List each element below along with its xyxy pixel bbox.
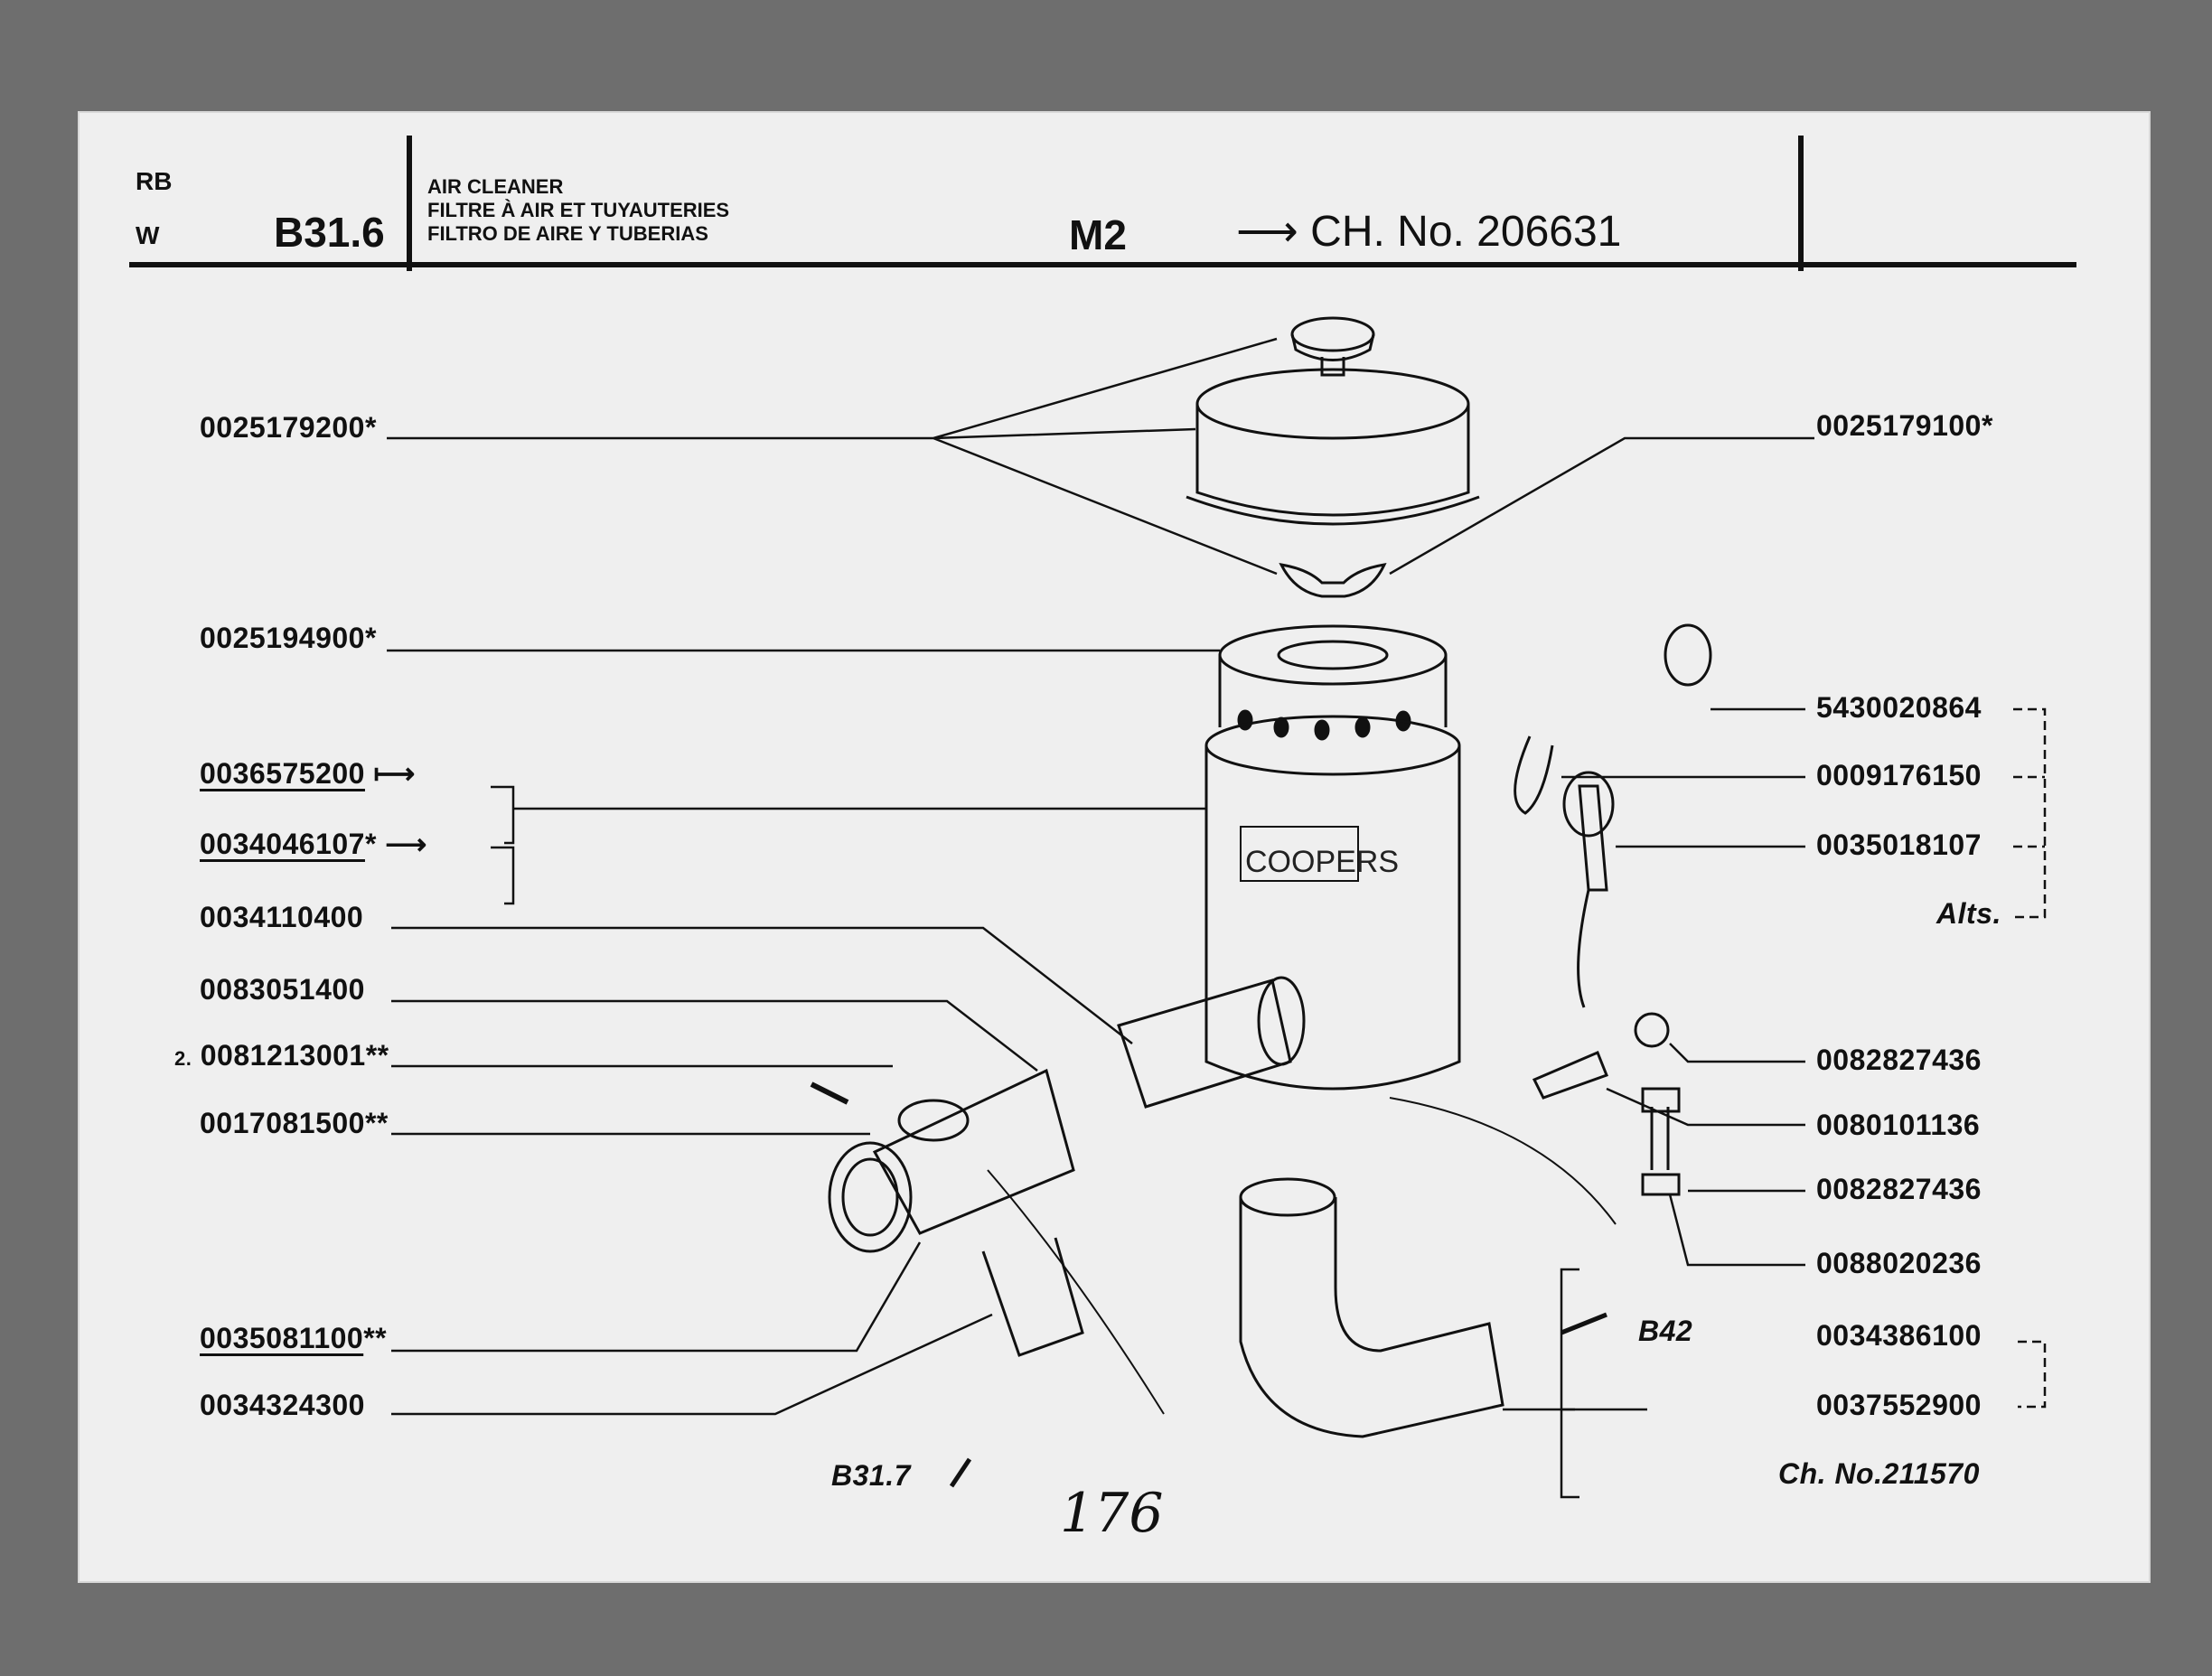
- screw-0081213001: [810, 1081, 849, 1105]
- label-0034110400: 0034110400: [200, 901, 364, 933]
- page-number: 176: [1060, 1482, 1164, 1545]
- label-0036575200: 0036575200 ⟼: [200, 757, 416, 790]
- label-0037552900: 0037552900: [1816, 1389, 1982, 1421]
- clamp-0009176150: [1514, 735, 1554, 815]
- label-0025179200: 0025179200*: [200, 411, 377, 444]
- label-5430020864: 5430020864: [1816, 691, 1982, 724]
- chassis-to: Ch. No.211570: [1778, 1457, 1980, 1490]
- canister-brand: COOPERS: [1245, 845, 1399, 879]
- label-0034324300: 0034324300: [200, 1389, 365, 1421]
- clip-0035018107: [1578, 784, 1608, 892]
- cover: [1195, 368, 1470, 440]
- label-0083051400: 0083051400: [200, 973, 365, 1006]
- parts-sheet: COOPERS 176 RB W B31.6 AIR CLEANER FILTR…: [80, 113, 2149, 1581]
- title-fr: FILTRE À AIR ET TUYAUTERIES: [427, 199, 730, 221]
- label-0034046107: 0034046107* ⟶: [200, 828, 427, 860]
- hose-left: [981, 1237, 1084, 1357]
- title-es: FILTRO DE AIRE Y TUBERIAS: [427, 222, 708, 245]
- label-0025194900: 0025194900*: [200, 622, 377, 654]
- label-0082827436-a: 0082827436: [1816, 1044, 1982, 1076]
- header-code-rb: RB: [136, 167, 173, 195]
- label-0009176150: 0009176150: [1816, 759, 1982, 791]
- bolt-0080101136: [1532, 1051, 1608, 1100]
- label-0025179100: 0025179100*: [1816, 409, 1993, 442]
- elbow-hose: [1239, 1197, 1504, 1438]
- cable: [987, 1169, 1165, 1415]
- chassis-from: ⟶ CH. No. 206631: [1236, 208, 1622, 256]
- label-0088020236: 0088020236: [1816, 1247, 1982, 1279]
- nut-0082827436: [1634, 1012, 1670, 1048]
- nut-0088020236: [1641, 1173, 1681, 1196]
- label-0035081100: 0035081100**: [200, 1322, 388, 1354]
- filter-element: [1218, 624, 1448, 686]
- title-en: AIR CLEANER: [427, 175, 564, 198]
- clamp-5430020864: [1664, 623, 1712, 687]
- label-0080101136: 0080101136: [1816, 1109, 1981, 1141]
- model: M2: [1069, 211, 1127, 258]
- pipe-body: [872, 1068, 1075, 1235]
- label-0081213001: 2. 0081213001**: [174, 1039, 389, 1072]
- ref-b42: B42: [1638, 1315, 1693, 1347]
- label-0017081500: 0017081500**: [200, 1107, 389, 1139]
- exploded-diagram: COOPERS 176: [129, 136, 2076, 1545]
- label-0035018107: 0035018107: [1816, 829, 1982, 861]
- label-0034386100: 0034386100: [1816, 1319, 1982, 1352]
- wing-nut: [1279, 563, 1387, 598]
- intake-tube: [1117, 978, 1292, 1109]
- bolt-0082827436-b: [1650, 1107, 1670, 1170]
- alts-note: Alts.: [1936, 897, 2001, 930]
- header-code-w: W: [136, 221, 160, 249]
- cover-knob: [1290, 316, 1375, 352]
- section-code: B31.6: [274, 209, 385, 256]
- label-0082827436-b: 0082827436: [1816, 1173, 1982, 1205]
- ref-b31-7: B31.7: [831, 1459, 911, 1492]
- canister: [1204, 715, 1461, 776]
